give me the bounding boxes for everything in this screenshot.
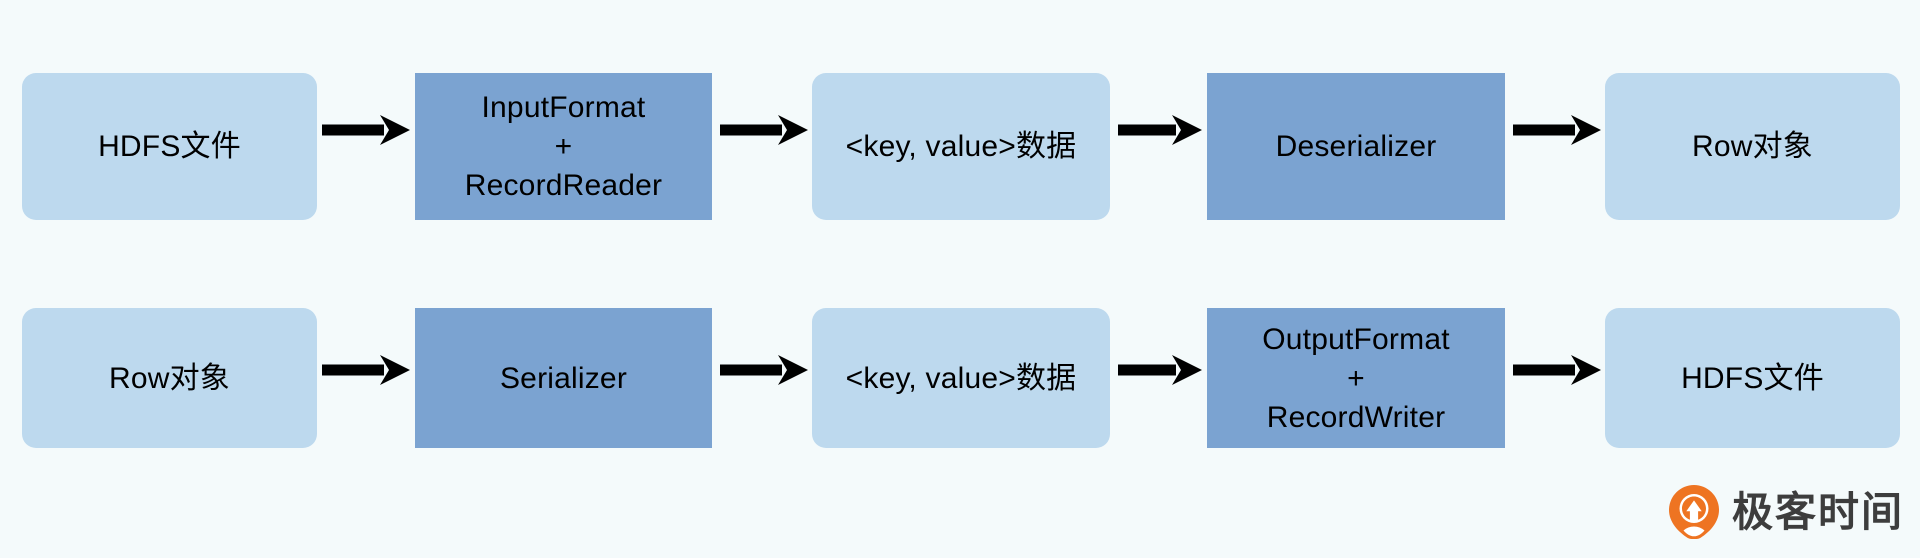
geektime-pin-logo-icon [1669,485,1719,539]
flow-arrow [1513,349,1601,391]
watermark-text: 极客时间 [1732,487,1904,536]
flow-node-label: HDFS文件 [98,130,241,163]
flow-node-label: <key, value>数据 [845,130,1077,163]
flow-node-r1n2[interactable]: InputFormat + RecordReader [415,73,712,220]
watermark: 极客时间 [1668,484,1904,540]
flow-arrow [720,349,808,391]
flow-arrow [720,109,808,151]
flow-arrow [322,109,410,151]
flow-node-label: InputFormat + RecordReader [464,91,663,202]
flow-node-r1n5[interactable]: Row对象 [1605,73,1900,220]
flow-node-r1n3[interactable]: <key, value>数据 [812,73,1110,220]
flow-node-r1n1[interactable]: HDFS文件 [22,73,317,220]
flow-arrow [1118,349,1202,391]
flow-node-label: OutputFormat + RecordWriter [1262,322,1450,434]
flow-arrow [1118,109,1202,151]
flow-node-label: Row对象 [108,361,230,395]
flow-arrow [322,349,410,391]
flow-node-label: Row对象 [1691,130,1813,163]
flow-node-r2n5[interactable]: HDFS文件 [1605,308,1900,448]
flow-node-r2n2[interactable]: Serializer [415,308,712,448]
flow-node-label: Deserializer [1275,130,1437,163]
flow-node-r2n1[interactable]: Row对象 [22,308,317,448]
flow-arrow [1513,109,1601,151]
flow-node-r2n4[interactable]: OutputFormat + RecordWriter [1207,308,1505,448]
flow-node-label: <key, value>数据 [845,361,1077,395]
flow-node-r2n3[interactable]: <key, value>数据 [812,308,1110,448]
flow-node-label: HDFS文件 [1681,361,1824,395]
flow-node-r1n4[interactable]: Deserializer [1207,73,1505,220]
flow-node-label: Serializer [499,361,628,395]
